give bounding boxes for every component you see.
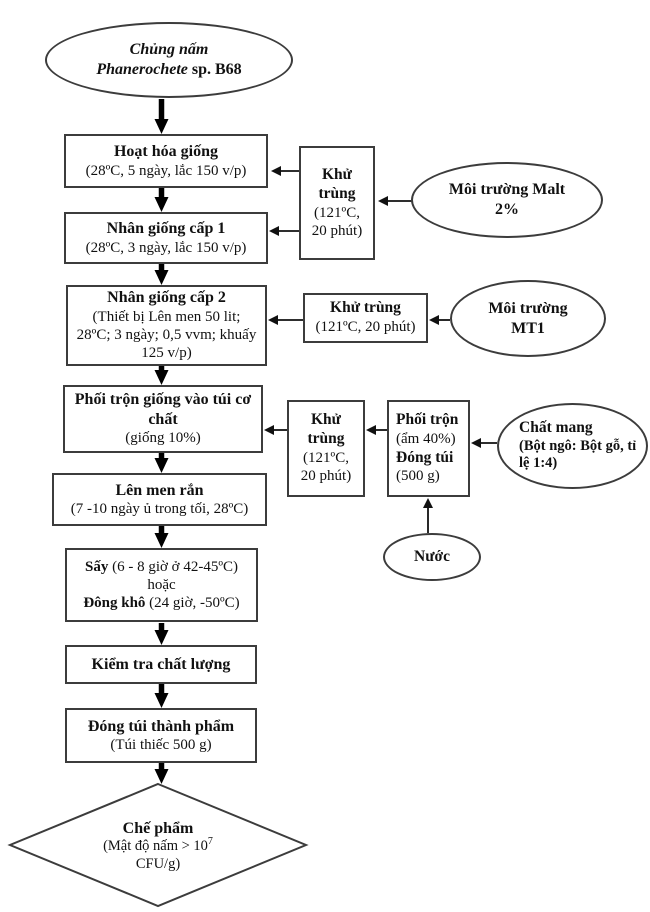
- node-final-pack: Đóng túi thành phẩm (Túi thiếc 500 g): [65, 708, 257, 763]
- mix-pack-line4: (500 g): [396, 468, 440, 485]
- seed2-detail: (Thiết bị Lên men 50 lit; 28ºC; 3 ngày; …: [76, 308, 257, 362]
- malt-label: Môi trường Malt 2%: [448, 181, 566, 218]
- seed1-detail: (28ºC, 3 ngày, lắc 150 v/p): [85, 239, 247, 256]
- node-carrier: Chất mang (Bột ngô: Bột gỗ, tỉ lệ 1:4): [497, 403, 648, 489]
- final-pack-detail: (Túi thiếc 500 g): [110, 737, 212, 754]
- dry-line2: hoặc: [147, 576, 176, 593]
- sterilize3-title: Khử trùng: [307, 411, 345, 448]
- strain-species: Phanerochete sp. B68: [96, 61, 242, 78]
- node-qc: Kiểm tra chất lượng: [65, 645, 257, 684]
- node-activation: Hoạt hóa giống (28ºC, 5 ngày, lắc 150 v/…: [64, 134, 268, 188]
- sterilize2-title: Khử trùng: [330, 299, 401, 317]
- node-strain: Chủng nấm Phanerochete sp. B68: [45, 22, 293, 98]
- seed1-title: Nhân giống cấp 1: [106, 220, 226, 238]
- product-detail-line1: (Mật độ nấm > 107: [103, 836, 213, 855]
- node-sterilize-3: Khử trùng (121ºC, 20 phút): [287, 400, 365, 497]
- sterilize3-detail-2: 20 phút): [300, 468, 352, 485]
- dry-line3: Đông khô (24 giờ, -50ºC): [83, 595, 240, 612]
- node-mt1-medium: Môi trường MT1: [450, 280, 606, 357]
- activation-detail: (28ºC, 5 ngày, lắc 150 v/p): [85, 162, 247, 179]
- product-diamond-shape: [7, 782, 309, 908]
- sterilize1-title: Khử trùng: [318, 165, 356, 202]
- node-dry: Sấy (6 - 8 giờ ở 42-45ºC) hoặc Đông khô …: [65, 548, 258, 622]
- node-water: Nước: [383, 533, 481, 581]
- product-title: Chế phẩm: [122, 819, 194, 837]
- node-mix-seed: Phối trộn giống vào túi cơ chất (giống 1…: [63, 385, 263, 453]
- mix-pack-line1: Phối trộn: [396, 411, 459, 429]
- node-seed-1: Nhân giống cấp 1 (28ºC, 3 ngày, lắc 150 …: [64, 212, 268, 264]
- node-mix-pack: Phối trộn (ẩm 40%) Đóng túi (500 g): [387, 400, 470, 497]
- sterilize2-detail: (121ºC, 20 phút): [315, 319, 416, 336]
- qc-title: Kiểm tra chất lượng: [91, 655, 231, 673]
- sterilize3-detail-1: (121ºC,: [303, 450, 349, 467]
- strain-name: Chủng nấm: [129, 41, 209, 59]
- activation-title: Hoạt hóa giống: [113, 143, 218, 161]
- product-detail-line2: CFU/g): [135, 855, 181, 872]
- mix-pack-line2: (ẩm 40%): [396, 431, 456, 448]
- mt1-label: Môi trường MT1: [488, 299, 568, 337]
- sterilize1-detail-1: (121ºC,: [314, 204, 360, 221]
- mix-seed-detail: (giống 10%): [125, 430, 201, 447]
- water-label: Nước: [414, 547, 450, 565]
- node-sterilize-2: Khử trùng (121ºC, 20 phút): [303, 293, 428, 343]
- seed2-title: Nhân giống cấp 2: [107, 289, 226, 307]
- node-product: Chế phẩm (Mật độ nấm > 107 CFU/g): [48, 800, 268, 892]
- dry-line1: Sấy (6 - 8 giờ ở 42-45ºC): [84, 558, 238, 575]
- final-pack-title: Đóng túi thành phẩm: [87, 717, 235, 735]
- side-input-arrows: [264, 166, 497, 533]
- node-seed-2: Nhân giống cấp 2 (Thiết bị Lên men 50 li…: [66, 285, 267, 366]
- sterilize1-detail-2: 20 phút): [311, 222, 363, 239]
- node-sterilize-1: Khử trùng (121ºC, 20 phút): [299, 146, 375, 260]
- carrier-detail: (Bột ngô: Bột gỗ, tỉ lệ 1:4): [519, 437, 637, 472]
- node-solid-ferment: Lên men rắn (7 -10 ngày ủ trong tối, 28º…: [52, 473, 267, 526]
- solid-ferment-title: Lên men rắn: [115, 481, 204, 499]
- mix-seed-title: Phối trộn giống vào túi cơ chất: [74, 391, 252, 428]
- solid-ferment-detail: (7 -10 ngày ủ trong tối, 28ºC): [70, 501, 249, 518]
- carrier-title: Chất mang: [519, 418, 593, 436]
- node-malt-medium: Môi trường Malt 2%: [411, 162, 603, 238]
- mix-pack-line3: Đóng túi: [396, 448, 454, 466]
